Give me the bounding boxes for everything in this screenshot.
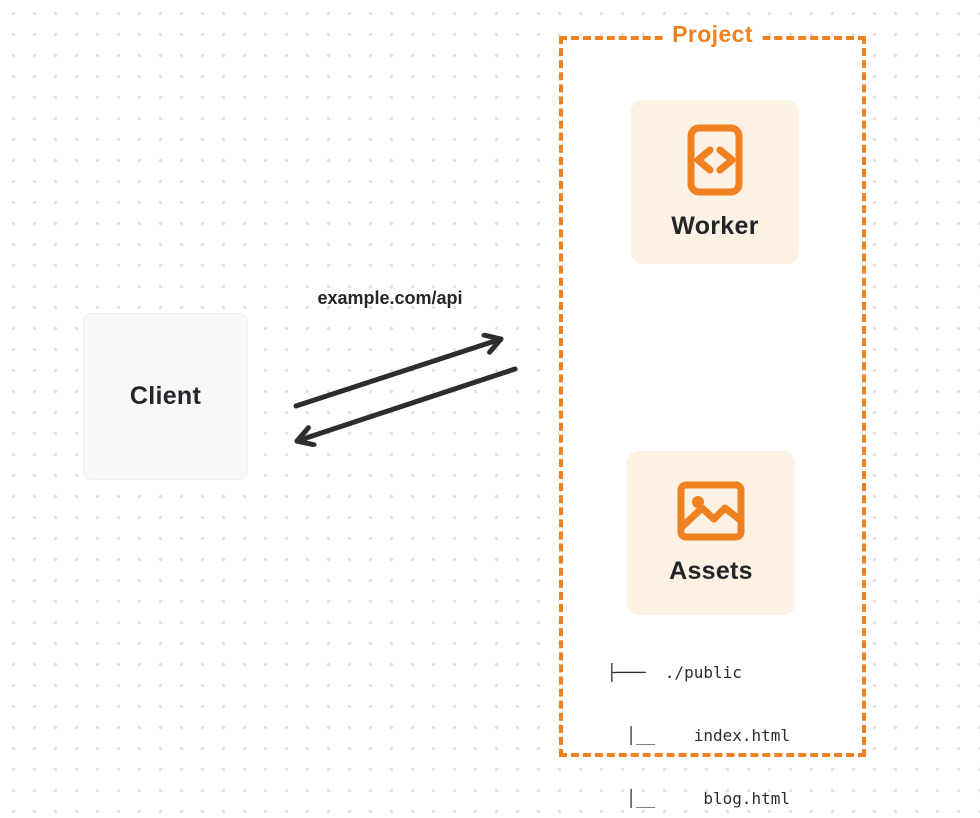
file-tree-root: ├─── ./public bbox=[607, 663, 742, 682]
image-icon bbox=[677, 481, 745, 541]
client-label: Client bbox=[129, 382, 202, 410]
assets-node: Assets bbox=[627, 451, 795, 615]
project-title: Project bbox=[662, 21, 763, 48]
assets-label: Assets bbox=[669, 556, 753, 585]
client-node: Client bbox=[83, 313, 248, 480]
request-url-label: example.com/api bbox=[317, 288, 463, 308]
file-tree-item: │__ blog.html bbox=[607, 789, 791, 808]
worker-label: Worker bbox=[671, 211, 759, 240]
code-file-icon bbox=[687, 124, 743, 196]
worker-node: Worker bbox=[631, 100, 799, 264]
file-tree-item: │__ index.html bbox=[607, 726, 791, 745]
request-arrow bbox=[293, 339, 504, 409]
project-container: Project Worker Assets bbox=[559, 21, 866, 808]
file-tree: ├─── ./public │__ index.html │__ blog.ht… bbox=[607, 620, 790, 818]
response-arrow bbox=[294, 366, 518, 441]
